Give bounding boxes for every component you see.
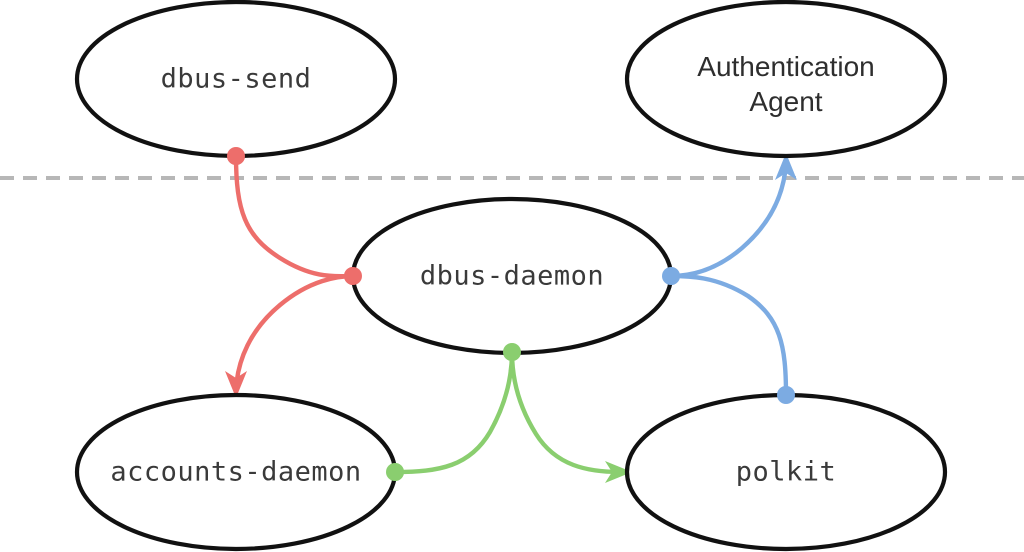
node-dbus-send[interactable]: dbus-send (74, 0, 398, 159)
edge-red-arrowhead (225, 371, 247, 398)
node-authentication-agent-ellipse[interactable] (624, 0, 948, 159)
edge-accounts-daemon-to-polkit (386, 343, 632, 483)
edge-blue-arrowhead (775, 153, 797, 180)
edge-blue-source-dot-overlay (777, 386, 795, 404)
edge-red-source-dot-overlay (227, 147, 245, 165)
node-polkit[interactable]: polkit (624, 392, 948, 552)
edge-green-path (392, 351, 623, 475)
node-polkit-label: polkit (736, 457, 837, 488)
node-accounts-daemon[interactable]: accounts-daemon (74, 392, 398, 552)
node-authentication-agent-label-line1: Authentication (697, 51, 874, 82)
edge-green-relay-dot-overlay (503, 343, 521, 361)
node-accounts-daemon-label: accounts-daemon (110, 457, 361, 488)
edge-dot-overlay (227, 147, 795, 481)
edge-dbus-send-to-accounts-daemon (225, 147, 362, 398)
node-dbus-send-label: dbus-send (161, 64, 312, 95)
node-dbus-daemon[interactable]: dbus-daemon (350, 196, 674, 356)
edge-blue-relay-dot-overlay (662, 267, 680, 285)
edge-green-arrowhead (605, 461, 632, 483)
node-authentication-agent-label-line2: Agent (749, 86, 822, 117)
edge-polkit-to-authentication-agent (662, 153, 797, 404)
node-authentication-agent[interactable]: Authentication Agent (624, 0, 948, 159)
edge-red-relay-dot-overlay (344, 267, 362, 285)
edge-red-path (233, 153, 354, 391)
edge-green-source-dot-overlay (386, 463, 404, 481)
edge-blue-path (670, 161, 789, 398)
node-dbus-daemon-label: dbus-daemon (420, 261, 604, 292)
